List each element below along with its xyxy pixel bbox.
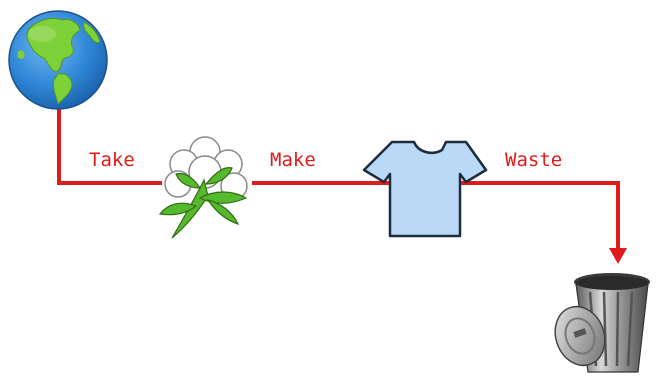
step-label-make: Make [270,149,316,171]
globe-icon [9,11,107,109]
t-shirt-icon [364,142,486,236]
step-label-take: Take [89,149,135,171]
flow-line [59,108,618,250]
trash-can-icon [547,273,650,372]
flow-arrowhead [609,248,627,264]
cotton-plant-icon [160,136,252,240]
step-label-waste: Waste [505,149,562,171]
